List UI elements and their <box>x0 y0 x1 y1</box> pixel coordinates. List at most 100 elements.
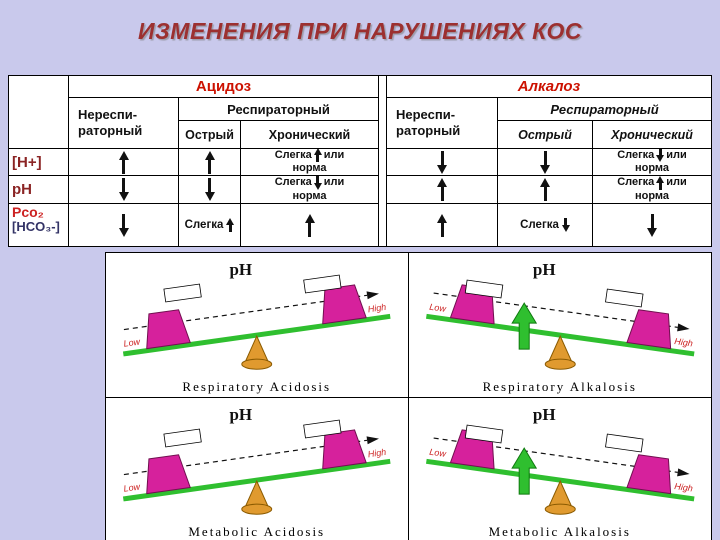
row-label-h-ion: [H+] <box>9 149 69 176</box>
fulcrum-base <box>544 503 576 515</box>
panel-caption: Metabolic Acidosis <box>188 524 326 540</box>
label-tag <box>303 274 342 294</box>
up-arrow-icon <box>437 213 447 237</box>
table-divider <box>379 76 387 246</box>
pco2hco3-alkalosis-chronic-cell <box>593 204 711 246</box>
label-tag <box>464 424 503 444</box>
h-acidosis-nonresp-cell <box>69 149 179 176</box>
low-label: Low <box>428 302 446 314</box>
table-corner-cell <box>9 76 69 149</box>
fulcrum-base <box>241 358 273 370</box>
acid-base-table: Ацидоз Алкалоз Нереспи- раторный Респира… <box>8 75 712 247</box>
up-arrow-icon <box>304 213 315 237</box>
alkalosis-acute-header: Острый <box>498 121 593 148</box>
slide-title: ИЗМЕНЕНИЯ ПРИ НАРУШЕНИЯХ КОС <box>137 18 582 44</box>
label-tag <box>604 433 643 453</box>
low-label: Low <box>428 447 446 459</box>
low-label: Low <box>123 336 141 348</box>
up-arrow-icon <box>437 178 447 201</box>
pco2hco3-alkalosis-nonresp-cell <box>387 204 498 246</box>
h-acidosis-acute-cell <box>179 149 241 176</box>
alkalosis-nonrespiratory-header: Нереспи- раторный <box>387 98 498 149</box>
weight-right <box>625 309 671 350</box>
balance-beam-group: Low High <box>425 284 695 357</box>
h-acidosis-chronic-cell: Слегка или норма <box>241 149 379 176</box>
dashed-line-arrowhead <box>366 291 379 300</box>
panel-metabolic-alkalosis: pH Low High Metabolic Alkalosis <box>408 398 711 540</box>
up-arrow-icon <box>313 149 322 163</box>
h-alkalosis-acute-cell <box>498 149 593 176</box>
label-tag <box>604 288 643 308</box>
ph-label: pH <box>229 260 252 279</box>
label-tag <box>163 283 202 303</box>
down-arrow-icon <box>313 176 322 190</box>
label-tag <box>303 419 342 439</box>
balance-panels: pH Low High Respiratory Acidosis <box>105 252 712 540</box>
alkalosis-respiratory-header: Респираторный <box>498 98 711 121</box>
panel-respiratory-acidosis: pH Low High Respiratory Acidosis <box>106 253 409 399</box>
acidosis-header: Ацидоз <box>69 76 379 98</box>
panel-caption: Respiratory Acidosis <box>182 379 332 395</box>
weight-left <box>146 454 191 495</box>
dashed-line-arrowhead <box>366 436 379 445</box>
ph-acidosis-acute-cell <box>179 176 241 204</box>
pco2hco3-acidosis-chronic-cell <box>241 204 379 246</box>
high-label: High <box>367 447 387 459</box>
up-arrow-icon <box>510 302 537 350</box>
label-tag <box>464 279 503 299</box>
row-label-pco2: Pco₂ <box>12 204 44 220</box>
high-label: High <box>367 302 387 314</box>
up-arrow-icon <box>540 178 550 201</box>
down-arrow-icon <box>656 149 665 163</box>
down-arrow-icon <box>540 150 550 174</box>
down-arrow-icon <box>118 178 129 201</box>
row-label-ph: pH <box>9 176 69 204</box>
low-label: Low <box>123 482 141 494</box>
weight-right <box>322 429 367 470</box>
ph-alkalosis-nonresp-cell <box>387 176 498 204</box>
panel-metabolic-acidosis: pH Low High Metabolic Acidosis <box>106 398 409 540</box>
up-arrow-icon <box>226 218 235 232</box>
weight-right <box>322 284 367 325</box>
pco2hco3-acidosis-nonresp-cell <box>69 204 179 246</box>
weight-right <box>625 454 671 495</box>
alkalosis-chronic-header: Хронический <box>611 127 693 142</box>
fulcrum-base <box>241 503 273 515</box>
alkalosis-header: Алкалоз <box>387 76 711 98</box>
up-arrow-icon <box>656 176 665 190</box>
fulcrum-base <box>544 358 576 370</box>
label-tag <box>163 428 202 448</box>
down-arrow-icon <box>437 150 447 174</box>
acidosis-chronic-header: Хронический <box>268 127 351 142</box>
panel-caption: Metabolic Alkalosis <box>488 524 631 540</box>
high-label: High <box>673 481 693 493</box>
down-arrow-icon <box>204 178 215 201</box>
acidosis-respiratory-header: Респираторный <box>179 98 378 121</box>
acidosis-respiratory-header-group: Респираторный Острый Хронический <box>179 98 379 149</box>
down-arrow-icon <box>561 218 570 232</box>
down-arrow-icon <box>118 213 129 237</box>
ph-acidosis-chronic-cell: Слегка или норма <box>241 176 379 204</box>
panel-caption: Respiratory Alkalosis <box>482 379 637 395</box>
down-arrow-icon <box>647 213 657 237</box>
dashed-line-arrowhead <box>676 323 690 332</box>
pco2hco3-acidosis-acute-cell: Слегка <box>179 204 241 246</box>
dashed-line-arrowhead <box>676 468 690 477</box>
up-arrow-icon <box>510 447 537 495</box>
row-label-pco2-hco3: Pco₂ [HCO₃-] <box>9 204 69 246</box>
high-label: High <box>673 336 693 348</box>
pco2hco3-alkalosis-acute-cell: Слегка <box>498 204 593 246</box>
ph-alkalosis-acute-cell <box>498 176 593 204</box>
up-arrow-icon <box>204 150 215 174</box>
ph-label: pH <box>532 260 555 279</box>
alkalosis-respiratory-header-group: Респираторный Острый Хронический <box>498 98 711 149</box>
row-label-hco3: [HCO₃-] <box>12 219 60 235</box>
ph-label: pH <box>532 405 555 424</box>
h-alkalosis-nonresp-cell <box>387 149 498 176</box>
weight-left <box>146 309 191 350</box>
ph-label: pH <box>229 405 252 424</box>
acidosis-nonrespiratory-header: Нереспи- раторный <box>69 98 179 149</box>
panel-respiratory-alkalosis: pH Low High Respiratory Alkalosis <box>408 253 711 399</box>
ph-acidosis-nonresp-cell <box>69 176 179 204</box>
